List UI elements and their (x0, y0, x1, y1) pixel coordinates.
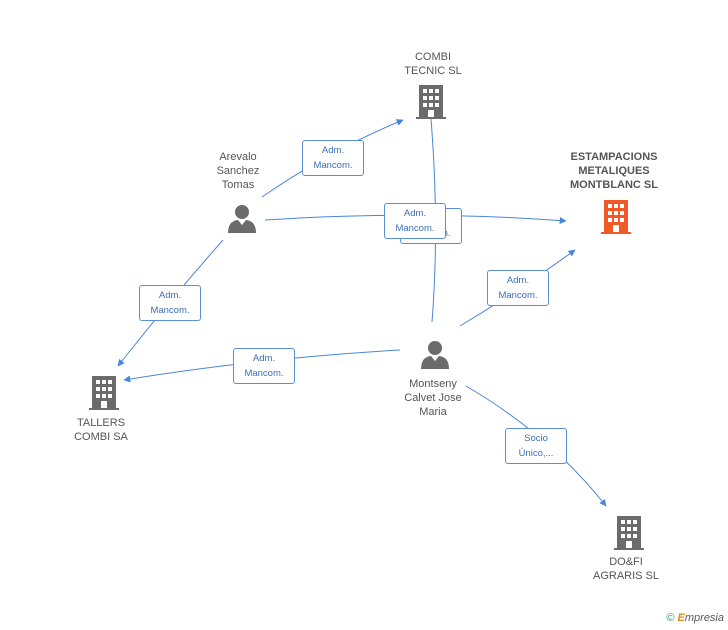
company-name-line: ESTAMPACIONS (570, 151, 658, 163)
person-icon[interactable] (227, 204, 257, 234)
person-name-line: Tomas (221, 179, 255, 191)
relation-text: Mancom. (395, 223, 435, 234)
company-name-line: AGRARIS SL (592, 570, 660, 582)
company-label-dofi[interactable]: DO&FI AGRARIS SL (571, 555, 681, 583)
company-label-estampacions[interactable]: ESTAMPACIONS METALIQUES MONTBLANC SL (559, 150, 669, 192)
relation-text: Mancom. (244, 368, 284, 379)
building-icon[interactable] (89, 376, 119, 410)
relation-text: Adm. (321, 145, 345, 156)
person-label-arevalo[interactable]: Arevalo Sanchez Tomas (183, 150, 293, 192)
relation-label-arevalo-tallers[interactable]: Adm. Mancom. (139, 285, 201, 321)
relation-text: Adm. (506, 275, 530, 286)
person-name-line: Sanchez (216, 165, 260, 177)
company-name-line: TALLERS (76, 417, 126, 429)
company-name-line: COMBI (414, 51, 452, 63)
relation-text: Adm. (403, 208, 427, 219)
person-name-line: Montseny (409, 378, 457, 390)
relation-text: Mancom. (150, 305, 190, 316)
copyright-symbol: © (666, 612, 675, 624)
footer-branding: © Empresia (666, 612, 724, 624)
logo-text: mpresia (684, 612, 724, 624)
person-name-line: Calvet Jose (404, 392, 462, 404)
building-icon-highlighted[interactable] (601, 200, 631, 234)
relation-label-montseny-tallers[interactable]: Adm. Mancom. (233, 348, 295, 384)
company-name-line: METALIQUES (578, 165, 650, 177)
company-label-combi-tecnic[interactable]: COMBI TECNIC SL (378, 50, 488, 78)
relation-text: Socio (524, 433, 548, 444)
relation-text: Adm. (158, 290, 182, 301)
relation-label-montseny-estamp[interactable]: Adm. Mancom. (487, 270, 549, 306)
building-icon[interactable] (416, 85, 446, 119)
person-label-montseny[interactable]: Montseny Calvet Jose Maria (378, 377, 488, 419)
relation-text: Mancom. (498, 290, 538, 301)
relation-label-montseny-dofi[interactable]: Socio Único,... (505, 428, 567, 464)
relation-text: Único,... (518, 448, 554, 459)
company-label-tallers[interactable]: TALLERS COMBI SA (46, 416, 156, 444)
relation-text: Adm. (252, 353, 276, 364)
company-name-line: MONTBLANC SL (570, 179, 658, 191)
empresia-logo: Empresia (678, 612, 724, 624)
relation-text: Mancom. (313, 160, 353, 171)
person-name-line: Arevalo (219, 151, 257, 163)
relation-label-arevalo-estamp[interactable]: Adm. Mancom. (384, 203, 446, 239)
building-icon[interactable] (614, 516, 644, 550)
logo-initial: E (677, 612, 685, 624)
person-icon[interactable] (420, 340, 450, 370)
company-name-line: COMBI SA (74, 431, 128, 443)
relation-label-arevalo-combi[interactable]: Adm. Mancom. (302, 140, 364, 176)
company-name-line: DO&FI (609, 556, 643, 568)
company-name-line: TECNIC SL (404, 65, 462, 77)
person-name-line: Maria (419, 406, 447, 418)
